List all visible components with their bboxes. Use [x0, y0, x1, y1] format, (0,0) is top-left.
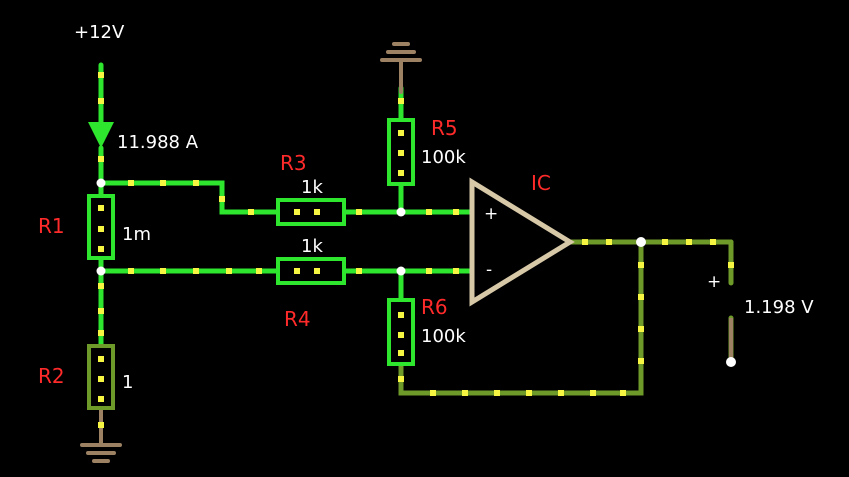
opamp-minus-sign: - — [486, 260, 492, 280]
r1-name: R1 — [38, 214, 65, 238]
resistor-r3-body[interactable] — [276, 198, 346, 226]
r1-value: 1m — [122, 224, 151, 245]
supply-current-readout: 11.988 A — [117, 132, 199, 153]
current-dots — [98, 72, 734, 428]
junction-node — [96, 266, 106, 276]
probe-terminal — [726, 357, 736, 367]
r6-name: R6 — [421, 295, 448, 319]
r3-name: R3 — [280, 151, 307, 175]
output-voltage-readout: 1.198 V — [744, 297, 814, 318]
opamp-plus-sign: + — [484, 204, 498, 224]
junction-nodes — [96, 178, 736, 367]
opamp-triangle-icon[interactable] — [469, 177, 575, 307]
r5-value: 100k — [421, 147, 466, 168]
supply-voltage-label: +12V — [74, 22, 125, 43]
r2-name: R2 — [38, 364, 65, 388]
junction-node — [96, 178, 106, 188]
arrow-current-icon — [88, 122, 114, 148]
opamp-name: IC — [531, 171, 551, 195]
resistor-r3[interactable] — [276, 198, 346, 226]
r4-name: R4 — [284, 307, 311, 331]
r5-name: R5 — [431, 116, 458, 140]
r6-value: 100k — [421, 326, 466, 347]
r4-value: 1k — [301, 236, 323, 257]
r3-value: 1k — [301, 177, 323, 198]
resistor-r4-body[interactable] — [276, 257, 346, 285]
resistor-r4[interactable] — [276, 257, 346, 285]
ground-symbol-icon — [380, 42, 422, 94]
junction-node — [396, 266, 406, 276]
probe-plus-sign: + — [707, 272, 721, 292]
junction-node — [396, 207, 406, 217]
r2-value: 1 — [122, 372, 133, 393]
junction-node — [636, 237, 646, 247]
